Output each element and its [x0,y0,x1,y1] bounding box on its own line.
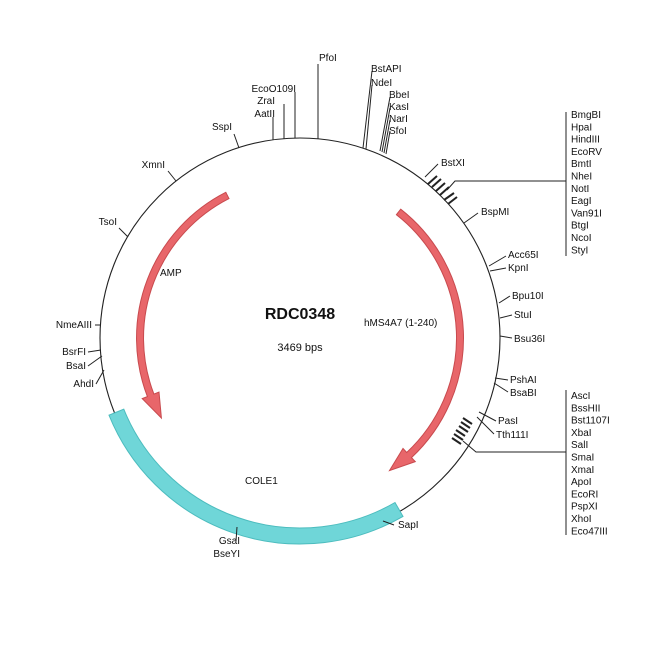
cluster-site-label-btgi: BtgI [571,221,589,232]
cluster-site-label-sali: SalI [571,440,588,451]
cluster-site-label-smai: SmaI [571,453,594,464]
site-marker-stui [499,314,513,319]
site-label-sspi: SspI [212,122,232,133]
site-label-bsu36i: Bsu36I [514,334,545,345]
site-label-kasi: KasI [389,102,409,113]
site-marker-ahdi [95,369,105,385]
plasmid-name: RDC0348 [265,306,335,323]
cluster-site-label-bmgbi: BmgBI [571,110,601,121]
site-marker-bsai [87,355,103,367]
site-marker-bpu10i [498,295,511,304]
site-label-aatii: AatII [254,109,275,120]
site-marker-bsu36i [499,335,513,339]
site-label-bsai: BsaI [66,361,86,372]
site-label-bsabi: BsaBI [510,388,537,399]
site-label-pshai: PshAI [510,375,537,386]
site-marker-pshai [494,377,509,381]
cluster-site-label-bsshii: BssHII [571,403,600,414]
site-marker-tth111i [476,416,495,435]
cole1-feature [108,408,404,545]
site-label-nmeaiii: NmeAIII [56,320,92,331]
cluster-bottom-ticks [451,417,473,445]
cluster-site-label-hpai: HpaI [571,122,592,133]
amp-feature-arrow [136,191,230,420]
site-label-acc65i: Acc65I [508,250,539,261]
site-marker-bsabi [493,382,509,393]
cluster-site-label-van91i: Van91I [571,208,602,219]
cluster-top-ticks [427,175,458,205]
site-marker-bbei [379,96,391,152]
site-marker-kpni [489,267,507,272]
site-label-pasi: PasI [498,416,518,427]
site-label-nari: NarI [389,114,408,125]
site-label-stui: StuI [514,310,532,321]
cluster-site-label-apoi: ApoI [571,477,592,488]
cluster-site-label-xhoi: XhoI [571,514,592,525]
site-label-tth111i: Tth111I [496,430,528,441]
cluster-site-label-asci: AscI [571,391,590,402]
cluster-site-label-pspxi: PspXI [571,502,598,513]
site-label-tsoi: TsoI [99,217,117,228]
site-marker-bstapi [362,70,373,149]
site-marker-acc65i [488,255,507,267]
site-label-sapi: SapI [398,520,419,531]
site-label-ecoo109i: EcoO109I [252,84,296,95]
cluster-site-label-hindiii: HindIII [571,135,600,146]
amp-label: AMP [160,268,182,279]
site-marker-bspmi [463,212,479,224]
cluster-site-label-bst1107i: Bst1107I [571,416,610,427]
site-label-gsai: GsaI [219,536,240,547]
cluster-site-label-noti: NotI [571,184,589,195]
site-marker-tsoi [118,227,129,238]
site-marker-bstxi [424,163,439,178]
site-marker-nari [383,119,391,154]
cluster-site-label-eco47iii: Eco47III [571,526,608,537]
cluster-site-label-ecorv: EcoRV [571,147,602,158]
site-label-bseyi: BseYI [213,549,240,560]
cluster-top-bracket [446,112,567,256]
insert-label: hMS4A7 (1-240) [364,318,437,329]
cluster-site-label-xbai: XbaI [571,428,592,439]
site-marker-gsai [235,526,238,542]
site-label-pfoi: PfoI [319,53,337,64]
site-label-ahdi: AhdI [73,379,94,390]
site-marker-bsrfi [87,349,102,353]
plasmid-size: 3469 bps [277,342,323,354]
site-marker-kasi [381,107,391,153]
site-marker-sfoi [385,130,391,155]
insert-feature-arrow [388,208,464,472]
site-label-kpni: KpnI [508,263,529,274]
cluster-site-label-ecori: EcoRI [571,489,598,500]
cluster-site-label-xmai: XmaI [571,465,594,476]
site-marker-ndei [365,84,373,150]
site-label-bstxi: BstXI [441,158,465,169]
cluster-site-label-nhei: NheI [571,172,592,183]
cluster-site-label-bmti: BmtI [571,159,592,170]
cluster-site-label-eagi: EagI [571,196,592,207]
site-label-bbei: BbeI [389,90,410,101]
site-label-ndei: NdeI [371,78,392,89]
site-label-xmni: XmnI [142,160,165,171]
site-label-bpu10i: Bpu10I [512,291,544,302]
site-label-sfoi: SfoI [389,126,407,137]
site-label-bsrfi: BsrFI [62,347,86,358]
site-marker-xmni [167,170,177,182]
cole1-label: COLE1 [245,476,278,487]
cluster-site-label-styi: StyI [571,245,588,256]
cluster-site-label-ncoi: NcoI [571,233,592,244]
site-marker-pasi [478,411,497,422]
site-label-bspmi: BspMI [481,207,509,218]
site-label-bstapi: BstAPI [371,64,402,75]
cluster-bottom-labels: AscIBssHIIBst1107IXbaISalISmaIXmaIApoIEc… [571,391,610,537]
site-marker-sapi [382,520,395,526]
site-marker-sspi [233,133,240,149]
cluster-bottom-bracket [462,390,567,535]
site-label-zrai: ZraI [257,96,275,107]
